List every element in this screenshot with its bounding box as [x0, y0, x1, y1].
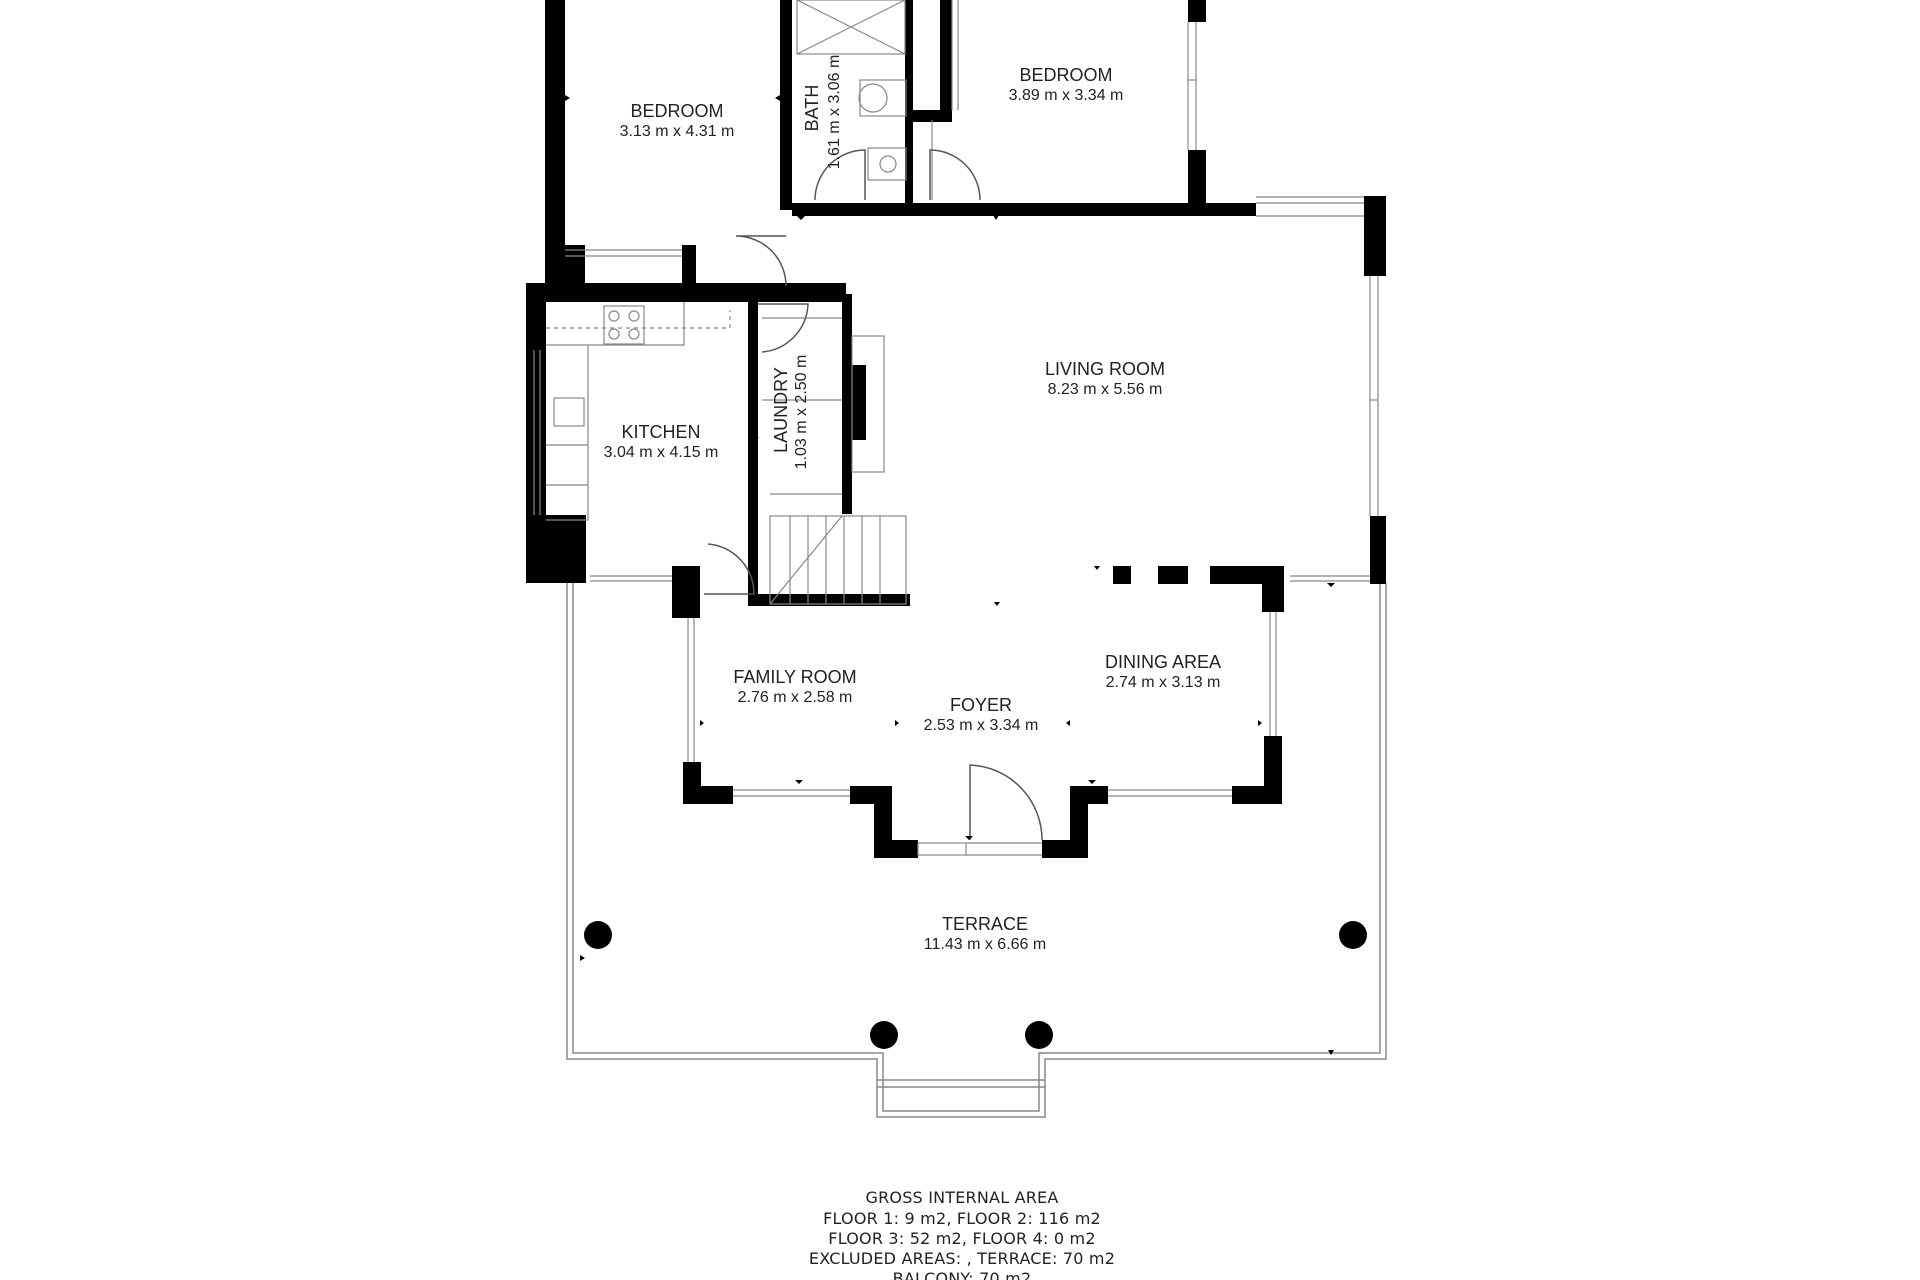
room-name: BEDROOM — [630, 101, 723, 121]
door — [969, 764, 1043, 841]
area-summary-title: GROSS INTERNAL AREA — [865, 1188, 1058, 1207]
room-name: LAUNDRY — [771, 367, 791, 453]
room-terrace: TERRACE 11.43 m x 6.66 m — [924, 914, 1046, 953]
room-name: KITCHEN — [621, 422, 700, 442]
room-dimensions: 3.13 m x 4.31 m — [620, 123, 735, 140]
room-dimensions: 2.74 m x 3.13 m — [1106, 674, 1221, 691]
room-family-room: FAMILY ROOM 2.76 m x 2.58 m — [733, 667, 856, 706]
door — [758, 303, 809, 353]
room-name: FOYER — [950, 695, 1012, 715]
room-bedroom-left: BEDROOM 3.13 m x 4.31 m — [620, 101, 735, 140]
area-summary-line: EXCLUDED AREAS: , TERRACE: 70 m2 — [809, 1249, 1115, 1268]
room-laundry: LAUNDRY 1.03 m x 2.50 m — [771, 355, 810, 470]
room-name: BEDROOM — [1019, 65, 1112, 85]
area-summary-line: FLOOR 3: 52 m2, FLOOR 4: 0 m2 — [828, 1229, 1095, 1248]
room-bedroom-right: BEDROOM 3.89 m x 3.34 m — [1009, 65, 1124, 104]
area-summary: GROSS INTERNAL AREA FLOOR 1: 9 m2, FLOOR… — [809, 1188, 1115, 1280]
room-name: BATH — [802, 85, 822, 132]
windows-and-fixtures — [533, 0, 1379, 856]
room-name: TERRACE — [942, 914, 1028, 934]
column — [1025, 1021, 1053, 1049]
room-name: LIVING ROOM — [1045, 359, 1165, 379]
room-name: DINING AREA — [1105, 652, 1221, 672]
door — [814, 149, 866, 201]
room-name: FAMILY ROOM — [733, 667, 856, 687]
terrace-columns — [584, 921, 1367, 1049]
column — [584, 921, 612, 949]
column — [870, 1021, 898, 1049]
room-dimensions: 1.61 m x 3.06 m — [826, 55, 843, 170]
door — [735, 235, 787, 287]
room-dimensions: 2.76 m x 2.58 m — [738, 689, 853, 706]
room-kitchen: KITCHEN 3.04 m x 4.15 m — [604, 422, 719, 461]
door-markers — [565, 95, 1372, 1055]
column — [1339, 921, 1367, 949]
room-dimensions: 2.53 m x 3.34 m — [924, 717, 1039, 734]
room-dimensions: 3.04 m x 4.15 m — [604, 444, 719, 461]
room-living-room: LIVING ROOM 8.23 m x 5.56 m — [1045, 359, 1165, 398]
area-summary-line: BALCONY: 70 m2 — [893, 1269, 1032, 1280]
area-summary-line: FLOOR 1: 9 m2, FLOOR 2: 116 m2 — [823, 1209, 1101, 1228]
room-dimensions: 8.23 m x 5.56 m — [1048, 381, 1163, 398]
door — [704, 543, 755, 595]
doors — [704, 149, 1043, 841]
door — [929, 149, 981, 201]
room-dimensions: 3.89 m x 3.34 m — [1009, 87, 1124, 104]
room-foyer: FOYER 2.53 m x 3.34 m — [924, 695, 1039, 734]
room-dimensions: 1.03 m x 2.50 m — [793, 355, 810, 470]
terrace-outline — [566, 583, 1387, 1118]
room-bath: BATH 1.61 m x 3.06 m — [802, 55, 843, 170]
room-dimensions: 11.43 m x 6.66 m — [924, 936, 1046, 953]
room-dining-area: DINING AREA 2.74 m x 3.13 m — [1105, 652, 1221, 691]
